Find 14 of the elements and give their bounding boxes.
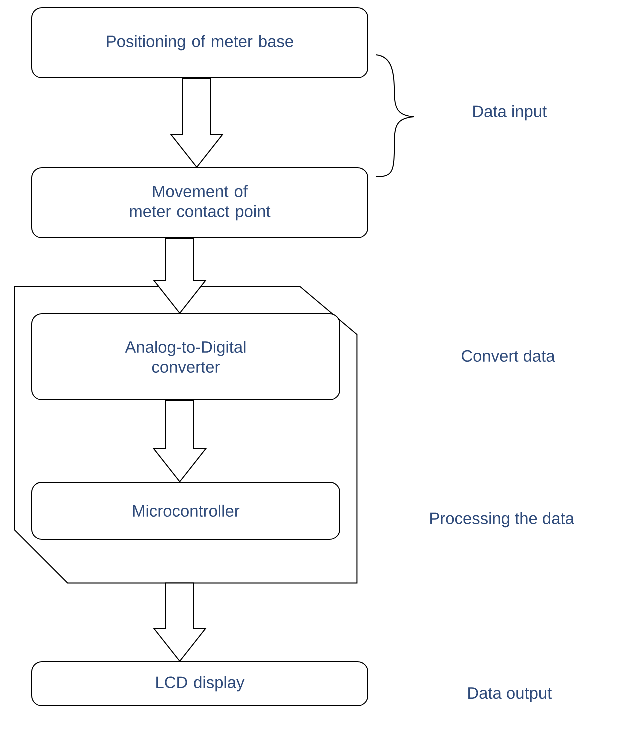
block-arrow bbox=[152, 582, 208, 662]
side-label: Data output bbox=[468, 688, 552, 702]
process-box: LCD display bbox=[32, 662, 368, 706]
block-arrow bbox=[170, 78, 224, 168]
block-arrow bbox=[152, 238, 208, 314]
process-box: Positioning of meter base bbox=[32, 8, 368, 78]
group-frame bbox=[14, 286, 358, 584]
side-label: Convert data bbox=[462, 350, 556, 362]
process-box: Movement of meter contact point bbox=[32, 168, 368, 238]
block-arrow bbox=[152, 400, 208, 483]
process-box: Analog-to-Digital converter bbox=[32, 314, 340, 400]
process-box: Microcontroller bbox=[32, 482, 340, 540]
side-label: Processing the data bbox=[430, 512, 574, 528]
side-label: Data input bbox=[474, 105, 547, 121]
